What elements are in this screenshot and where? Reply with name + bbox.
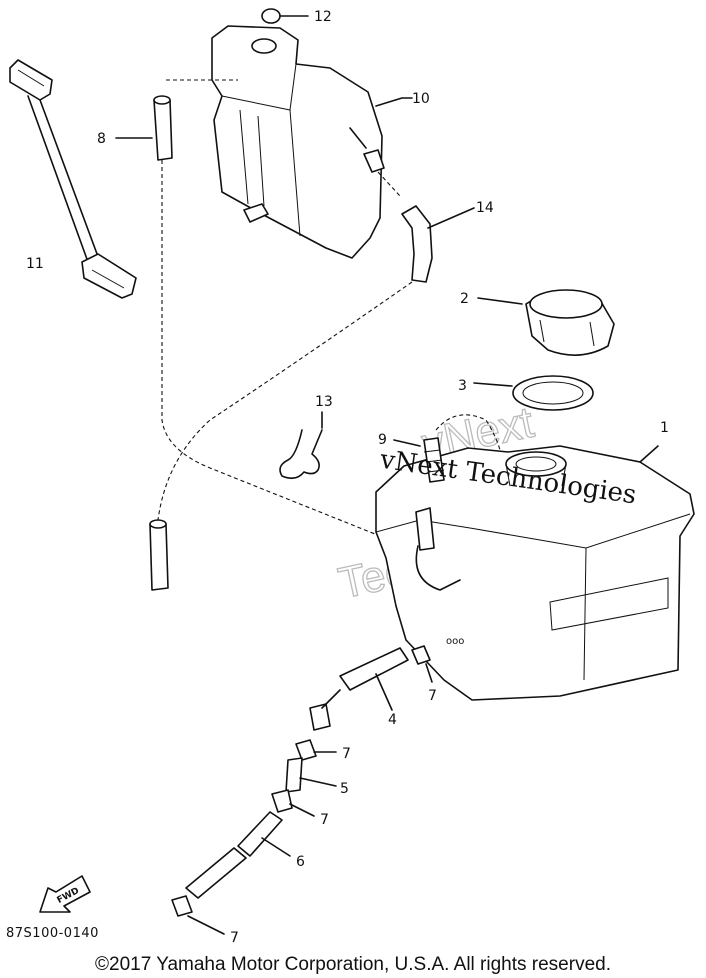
- callouts: 12 10 8 14 11 2 3 13 9 1 7 4 7 5 7 6 7: [26, 9, 669, 946]
- callout-11: 11: [26, 256, 44, 272]
- hose-part-14: [401, 205, 475, 283]
- fuel-tank-part-1: ooo: [375, 445, 695, 701]
- callout-6: 6: [296, 854, 305, 870]
- vent-hose-part-9: [393, 414, 501, 483]
- oil-tank-part-10: [211, 25, 413, 259]
- part-code: 87S100-0140: [6, 926, 99, 941]
- tank-mark: ooo: [446, 636, 464, 647]
- callout-4: 4: [388, 712, 397, 728]
- clip-part-13: [279, 411, 323, 480]
- callout-10: 10: [412, 91, 430, 107]
- callout-7-a: 7: [428, 688, 437, 704]
- callout-7-b: 7: [342, 746, 351, 762]
- hose-part-8: [115, 95, 173, 161]
- fwd-arrow-icon: FWD: [39, 875, 91, 913]
- small-cap-part-12: [261, 8, 309, 24]
- copyright-notice: ©2017 Yamaha Motor Corporation, U.S.A. A…: [95, 954, 611, 975]
- callout-14: 14: [476, 200, 494, 216]
- callout-2: 2: [460, 291, 469, 307]
- strap-part-11: [9, 59, 137, 299]
- filler-cap-part-2: [477, 289, 615, 356]
- fuel-line-assembly: [171, 645, 433, 935]
- callout-1: 1: [660, 420, 669, 436]
- callout-9: 9: [378, 432, 387, 448]
- callout-13: 13: [315, 394, 333, 410]
- loose-hose: [149, 519, 169, 591]
- callout-5: 5: [340, 781, 349, 797]
- callout-7-d: 7: [230, 930, 239, 946]
- callout-7-c: 7: [320, 812, 329, 828]
- callout-3: 3: [458, 378, 467, 394]
- routing-lines: [157, 79, 413, 549]
- gasket-part-3: [473, 375, 594, 411]
- callout-8: 8: [97, 131, 106, 147]
- callout-12: 12: [314, 9, 332, 25]
